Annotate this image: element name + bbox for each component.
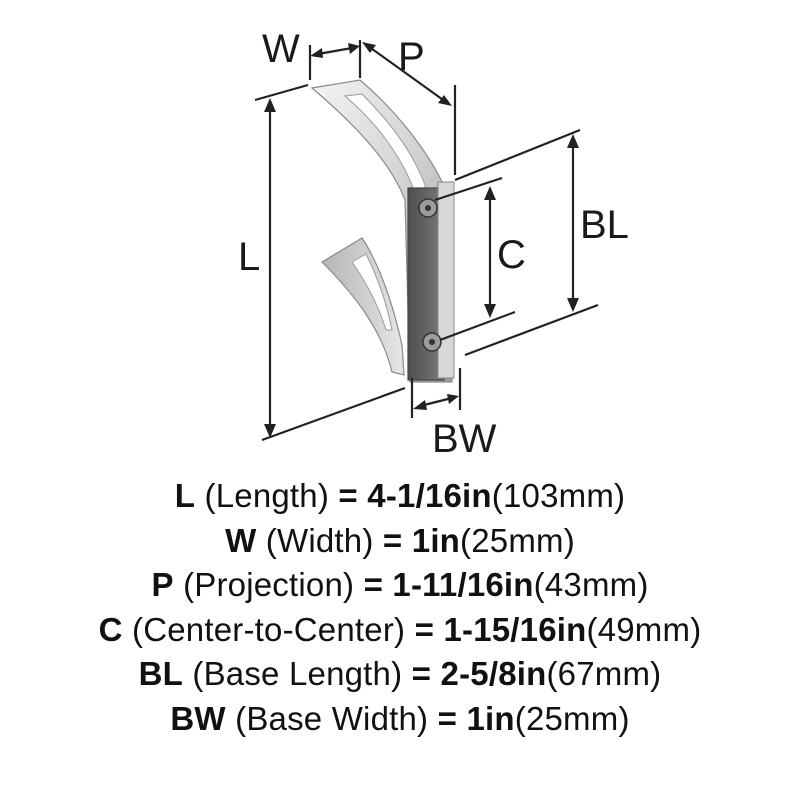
spec-row-base-length: BL (Base Length) = 2-5/8in(67mm) <box>0 652 800 697</box>
label-bw: BW <box>432 417 497 461</box>
spec-equals: = <box>411 655 432 692</box>
spec-row-base-width: BW (Base Width) = 1in(25mm) <box>0 697 800 742</box>
spec-name: (Width) <box>265 521 374 559</box>
label-bl: BL <box>580 203 629 247</box>
bottom-screw-hole <box>429 339 435 345</box>
spec-code: BL <box>138 655 184 692</box>
spec-equals: = <box>363 566 384 603</box>
hook-lower-arm <box>321 237 405 376</box>
spec-code: P <box>151 566 174 603</box>
dimension-spec-list: L (Length) = 4-1/16in(103mm) W (Width) =… <box>0 474 800 741</box>
spec-name: (Base Length) <box>192 655 403 692</box>
label-l: L <box>238 235 260 279</box>
spec-imperial: 1in <box>411 521 461 559</box>
dimension-center-to-center: C <box>434 176 526 342</box>
spec-metric: (25mm) <box>514 699 630 737</box>
label-c: C <box>497 233 526 277</box>
spec-equals: = <box>437 699 458 737</box>
spec-row-projection: P (Projection) = 1-11/16in(43mm) <box>0 563 800 608</box>
wall-hook-illustration <box>310 79 455 383</box>
spec-name: (Center-to-Center) <box>132 610 406 648</box>
spec-name: (Projection) <box>183 566 355 603</box>
dimension-projection: P <box>362 35 457 175</box>
spec-row-width: W (Width) = 1in(25mm) <box>0 519 800 564</box>
spec-imperial: 1in <box>466 699 515 737</box>
spec-row-center-to-center: C (Center-to-Center) = 1-15/16in(49mm) <box>0 608 800 653</box>
hook-dimension-diagram: W P L C <box>238 27 629 461</box>
dimension-base-width: BW <box>410 368 497 461</box>
spec-imperial: 1-15/16in <box>443 610 587 648</box>
spec-name: (Base Width) <box>235 699 429 737</box>
spec-equals: = <box>382 521 403 559</box>
spec-imperial: 2-5/8in <box>440 655 547 692</box>
spec-code: C <box>98 610 123 648</box>
dimension-base-length: BL <box>454 128 629 357</box>
spec-code: L <box>174 477 196 514</box>
hook-base-edge <box>437 181 455 379</box>
spec-code: BW <box>170 699 226 737</box>
spec-imperial: 1-11/16in <box>392 566 534 603</box>
spec-metric: (67mm) <box>546 655 662 692</box>
label-w: W <box>262 27 300 71</box>
top-screw-hole <box>425 205 431 211</box>
spec-metric: (43mm) <box>533 566 649 603</box>
spec-name: (Length) <box>204 477 330 514</box>
spec-row-length: L (Length) = 4-1/16in(103mm) <box>0 474 800 519</box>
spec-equals: = <box>338 477 358 514</box>
hook-lower-slot <box>351 253 393 331</box>
spec-metric: (25mm) <box>460 521 575 559</box>
dimension-length: L <box>238 83 406 442</box>
spec-code: W <box>225 521 257 559</box>
spec-imperial: 4-1/16in <box>367 477 492 514</box>
label-p: P <box>398 35 425 79</box>
dimension-width: W <box>262 27 362 80</box>
spec-metric: (49mm) <box>586 610 702 648</box>
spec-equals: = <box>414 610 435 648</box>
spec-metric: (103mm) <box>491 477 626 514</box>
